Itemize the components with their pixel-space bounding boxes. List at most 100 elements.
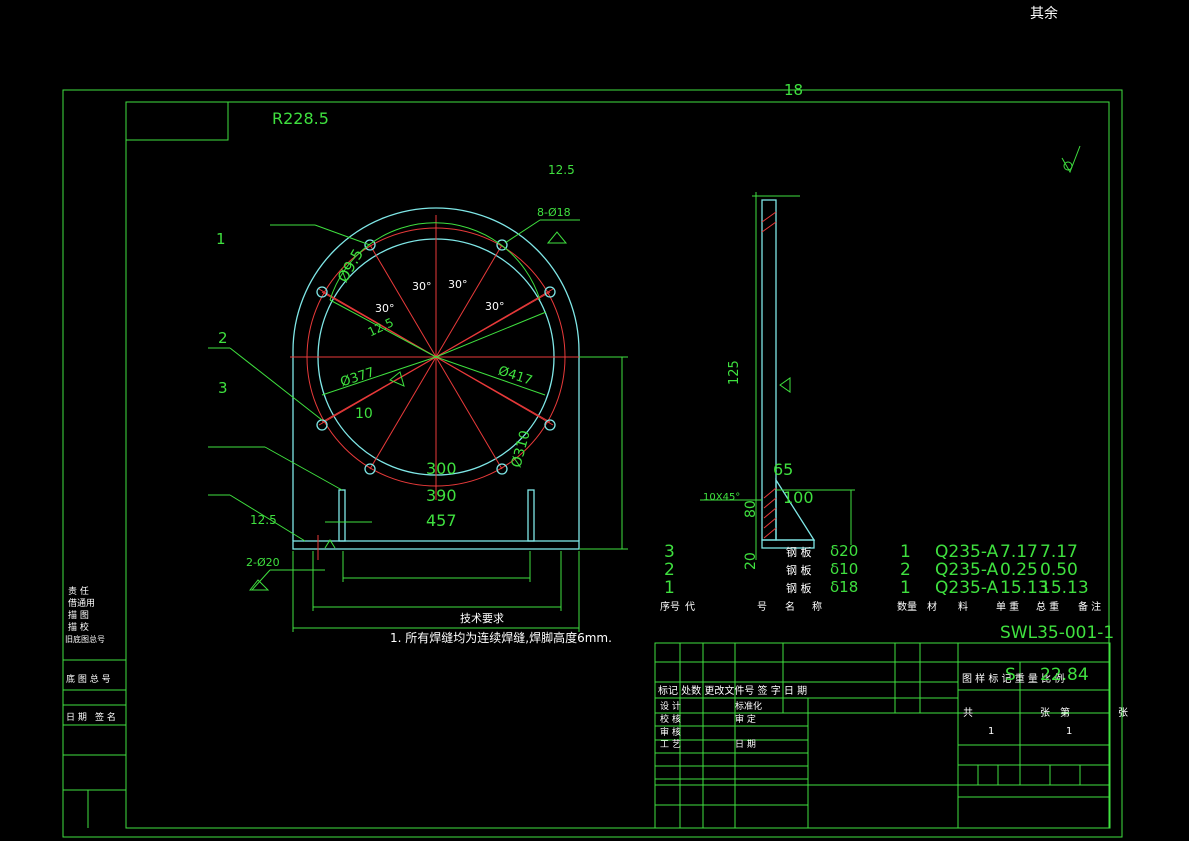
svg-text:校 核: 校 核: [660, 713, 681, 725]
angle-label-3: 30°: [375, 302, 395, 315]
plate-outline: [292, 207, 580, 541]
side-rib: [775, 477, 816, 541]
svg-text:15.13: 15.13: [1000, 578, 1049, 598]
inner-border: [125, 101, 1110, 829]
dim-80-label: 80: [743, 500, 759, 518]
width-300-label: 300: [426, 459, 457, 478]
dim-20-label: 20: [743, 552, 759, 570]
weld-top-label: 12.5: [548, 163, 575, 177]
svg-text:1: 1: [988, 726, 994, 737]
corner-box: [125, 101, 229, 141]
side-plate: [761, 199, 777, 541]
hole: [316, 286, 328, 298]
svg-text:3: 3: [664, 542, 675, 562]
svg-text:名: 名: [785, 600, 795, 613]
hole: [364, 463, 376, 475]
svg-text:称: 称: [812, 600, 822, 613]
svg-text:Q235-A: Q235-A: [935, 578, 999, 598]
bom-row-1: 1 钢 板 δ18 1 Q235-A 15.13 15.13: [664, 578, 1089, 598]
svg-text:底 图 总 号: 底 图 总 号: [66, 673, 111, 685]
svg-text:料: 料: [958, 600, 968, 613]
front-view: 12.5 8-Ø18 Ø9.5 12.5 30° 30° 30° 30° Ø37…: [208, 163, 628, 632]
svg-text:旧底图总号: 旧底图总号: [65, 634, 105, 644]
mass-value: 22.84: [1040, 665, 1089, 685]
svg-text:1: 1: [900, 578, 911, 598]
svg-text:单 重: 单 重: [996, 600, 1019, 613]
svg-text:日 期: 日 期: [735, 739, 756, 750]
title-col-labels: 图 样 标 记 重 量 比 例: [962, 672, 1064, 685]
scale-mark: S: [1005, 665, 1016, 685]
dim-100-label: 100: [783, 488, 814, 507]
hole: [496, 463, 508, 475]
hole: [496, 239, 508, 251]
tech-req-item: 1. 所有焊缝均为连续焊缝,焊脚高度6mm.: [390, 630, 612, 645]
bom-row-3: 3 钢 板 δ20 1 Q235-A 7.17 7.17: [664, 542, 1078, 562]
hole: [544, 419, 556, 431]
svg-text:δ18: δ18: [830, 578, 858, 596]
weld-left-label: 12.5: [250, 513, 277, 527]
tech-req-title: 技术要求: [460, 612, 504, 625]
hole: [544, 286, 556, 298]
svg-text:标准化: 标准化: [735, 700, 762, 712]
dim-65-label: 65: [773, 460, 793, 479]
base-plate: [292, 540, 580, 550]
outer-border: [62, 89, 1123, 838]
svg-text:数量: 数量: [897, 600, 917, 613]
gap-label: 10: [355, 406, 373, 422]
hole-spec-label: 8-Ø18: [537, 206, 571, 219]
bom-row-2: 2 钢 板 δ10 2 Q235-A 0.25 0.50: [664, 560, 1078, 580]
top-note: 其余: [1030, 5, 1058, 22]
revision-header: 标记 处数 更改文件号 签 字 日 期: [658, 684, 807, 697]
side-dim-lines: [700, 192, 855, 560]
svg-text:责 任: 责 任: [68, 585, 89, 597]
svg-text:1: 1: [1066, 726, 1072, 737]
side-view: 125 65 100 10X45° 80 20: [700, 192, 855, 570]
svg-text:代: 代: [685, 601, 695, 613]
svg-text:7.17: 7.17: [1000, 542, 1038, 562]
svg-text:描 校: 描 校: [68, 621, 89, 633]
dimension-lines: [208, 219, 628, 632]
svg-text:材: 材: [927, 600, 937, 613]
svg-text:日 期: 日 期: [66, 712, 87, 723]
roughness-symbol: [1061, 145, 1081, 174]
chamfer-label: 10X45°: [703, 492, 740, 503]
hole: [364, 239, 376, 251]
width-390-label: 390: [426, 486, 457, 505]
angle-label-4: 30°: [485, 300, 505, 313]
svg-text:借通用: 借通用: [68, 597, 95, 609]
svg-text:张: 张: [1040, 707, 1050, 719]
svg-text:工 艺: 工 艺: [660, 739, 681, 750]
svg-text:备 注: 备 注: [1078, 600, 1101, 613]
width-457-label: 457: [426, 511, 457, 530]
bottom-holes-label: 2-Ø20: [246, 556, 280, 569]
dia-inner-label: Ø377: [339, 365, 377, 390]
svg-text:1: 1: [900, 542, 911, 562]
rib-left: [338, 489, 346, 542]
bom-header: 序号 代 号 名 称 数量 材 料 单 重 总 重 备 注: [660, 600, 1101, 613]
svg-text:共: 共: [963, 707, 973, 719]
svg-text:2: 2: [900, 560, 911, 580]
side-hatch: [761, 211, 777, 539]
svg-text:0.50: 0.50: [1040, 560, 1078, 580]
drawing-number: SWL35-001-1: [1000, 623, 1114, 643]
angle-label-1: 30°: [412, 280, 432, 293]
svg-text:审 定: 审 定: [735, 713, 756, 725]
svg-text:7.17: 7.17: [1040, 542, 1078, 562]
radius-label: R228.5: [272, 109, 329, 128]
svg-text:Q235-A: Q235-A: [935, 560, 999, 580]
svg-text:δ10: δ10: [830, 560, 858, 578]
balloon-1: 1: [216, 230, 226, 248]
svg-text:总 重: 总 重: [1036, 600, 1059, 613]
bom-table: 3 钢 板 δ20 1 Q235-A 7.17 7.17 2 钢 板 δ10 2…: [660, 542, 1101, 613]
balloon-2: 2: [218, 329, 228, 347]
svg-text:设 计: 设 计: [660, 700, 681, 712]
svg-text:描 图: 描 图: [68, 609, 89, 621]
bolt-circle-label: Ø310: [509, 429, 534, 470]
svg-text:0.25: 0.25: [1000, 560, 1038, 580]
svg-text:1: 1: [664, 578, 675, 598]
svg-text:号: 号: [757, 601, 767, 613]
height-125-label: 125: [727, 360, 742, 385]
balloon-3: 3: [218, 379, 228, 397]
svg-text:审 核: 审 核: [660, 726, 681, 738]
